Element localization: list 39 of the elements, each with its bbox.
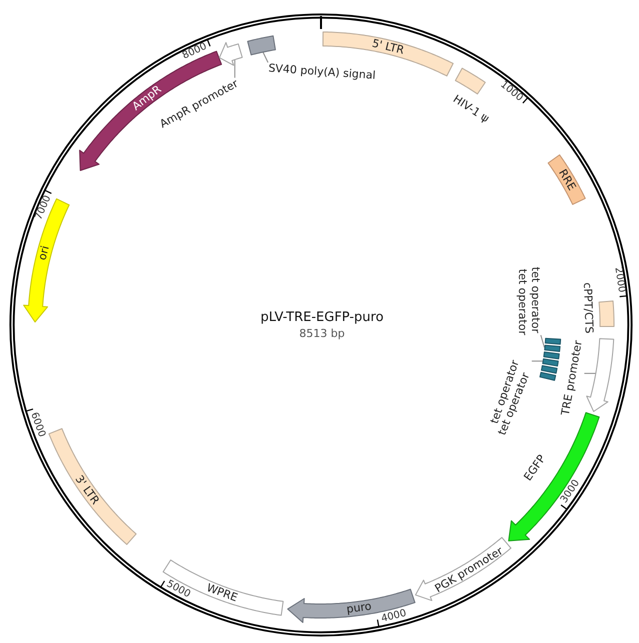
feature-label: cPPT/CTS [581,282,595,334]
feature-label: tet operator [529,266,541,334]
feature-block [598,299,615,328]
feature-block [162,559,285,617]
feature-block [47,427,138,546]
tick-label: 5000 [164,579,192,601]
feature-label: SV40 poly(A) signal [268,62,376,82]
feature-segment [218,41,244,67]
feature-segment [286,588,416,624]
operator-block [543,344,562,353]
operator-block [541,357,560,368]
feature-label: puro [346,601,372,616]
feature-label: tet operator [516,268,528,336]
operator-block [538,371,557,382]
leader-line [584,372,596,374]
feature-block [246,34,277,56]
tick-label: 7000 [34,194,54,222]
leader-line [531,360,544,362]
plasmid-name: pLV-TRE-EGFP-puro [260,311,384,325]
feature-label: ori [36,244,52,262]
plasmid-size: 8513 bp [299,328,345,340]
feature-segment [414,536,512,602]
operator-block [544,337,562,346]
feature-block [454,67,487,95]
tick-label: 4000 [380,608,408,626]
tick-label: 2000 [612,266,626,294]
leader-line [234,59,236,78]
leader-line [262,52,268,63]
feature-segment [585,337,615,413]
tick-label: 6000 [28,411,46,439]
feature-label: WPRE [205,582,240,604]
operator-block [542,351,561,360]
feature-segment [22,197,71,324]
feature-block [547,153,587,206]
tick-label: 8000 [180,42,208,62]
feature-label: TRE promoter [560,340,584,416]
feature-label: 5' LTR [371,38,406,56]
operator-block [540,364,559,375]
leader-line [540,334,545,348]
